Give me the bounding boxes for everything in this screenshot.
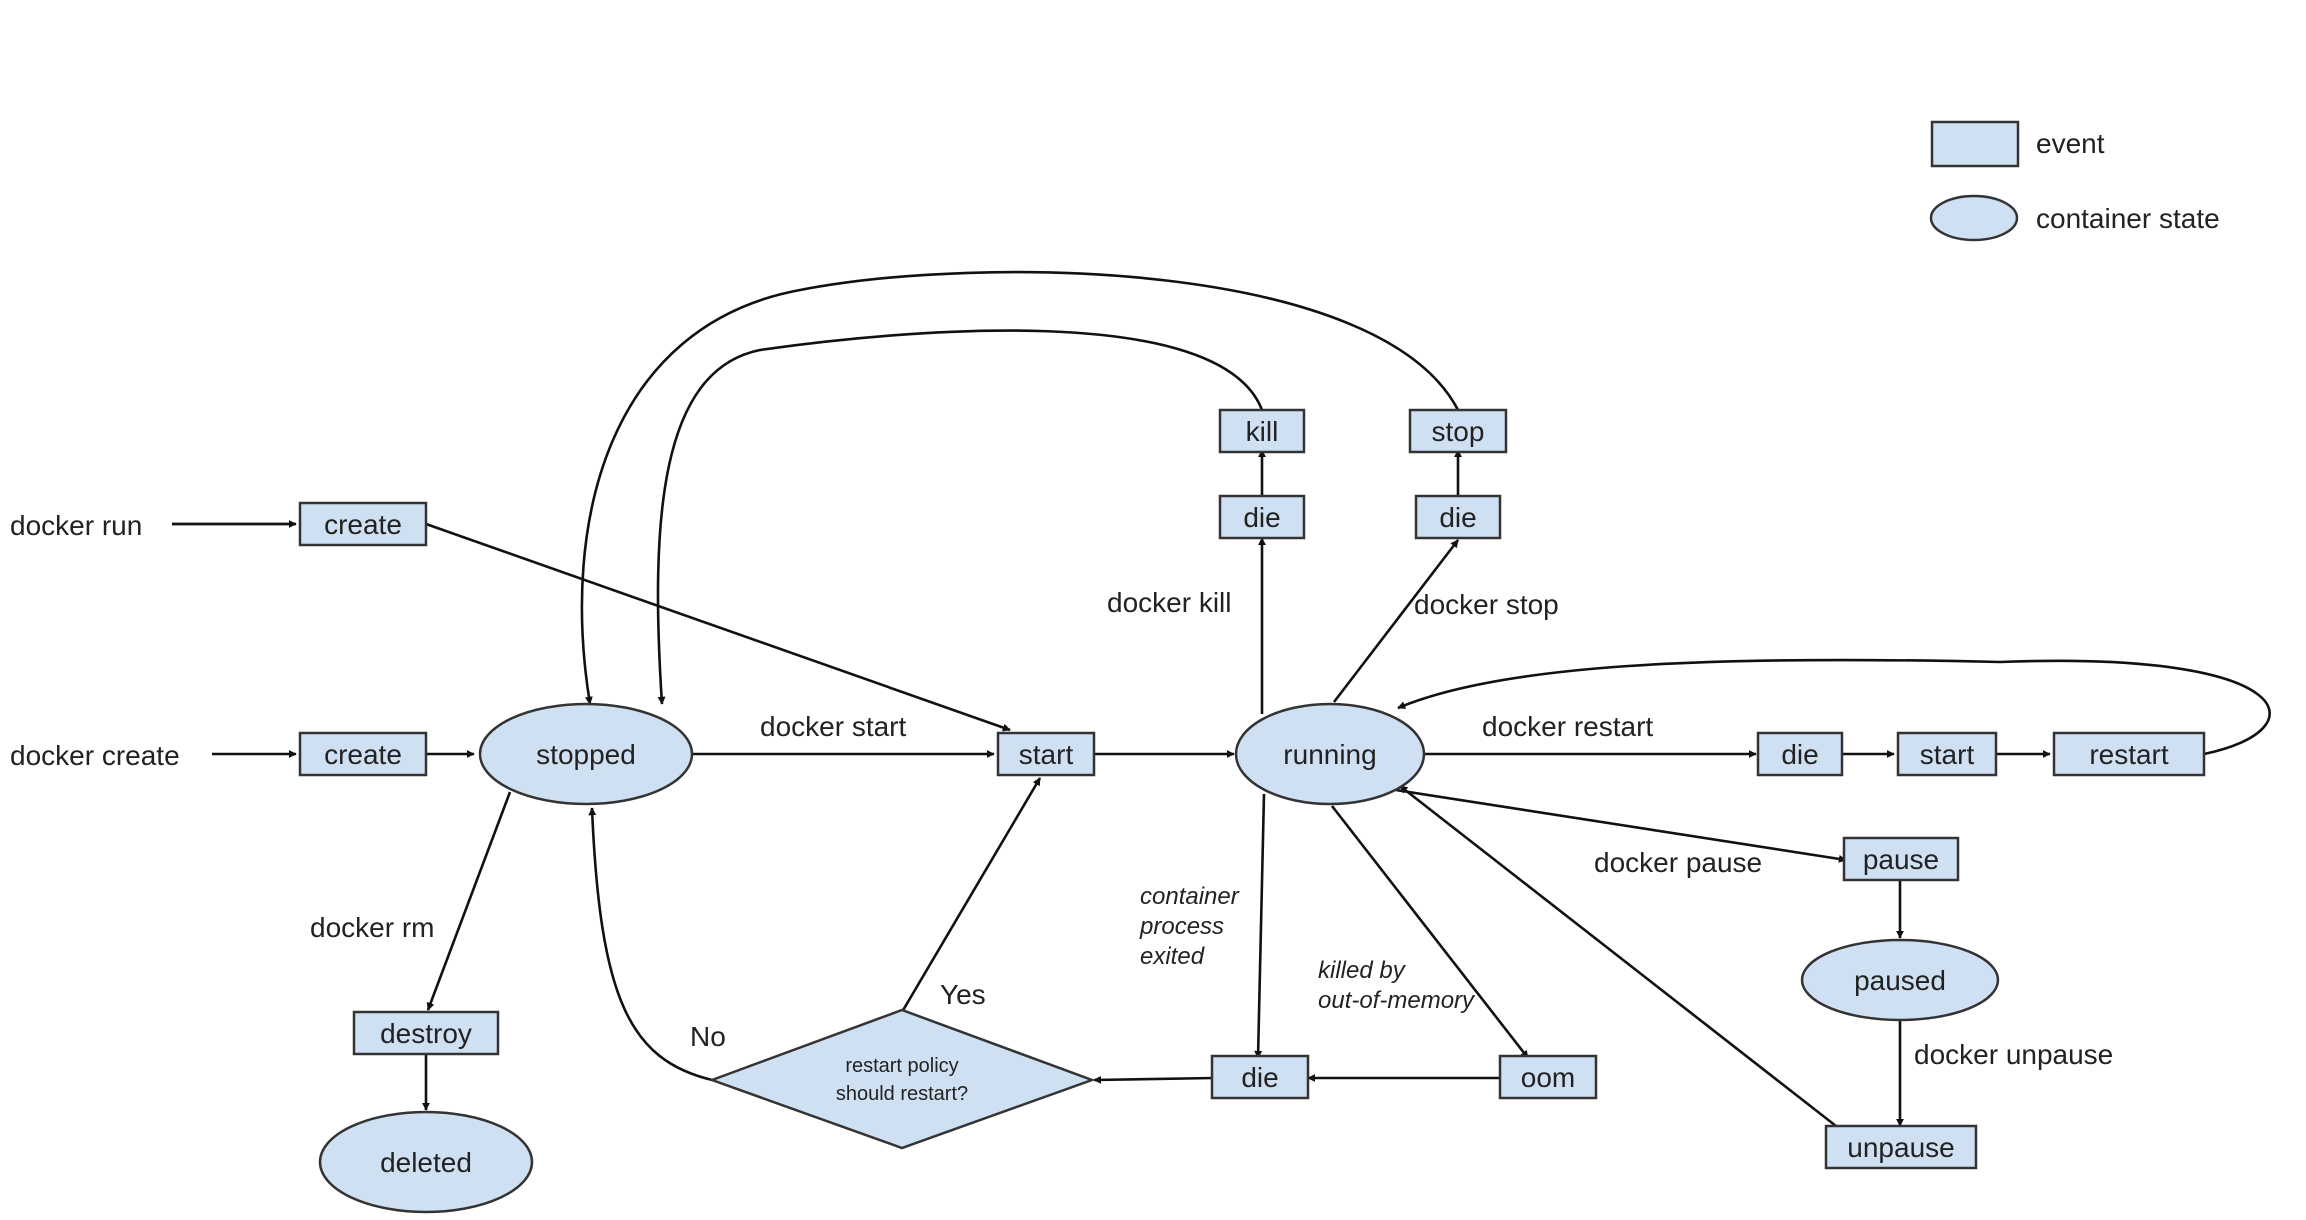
svg-text:die: die [1241, 1062, 1278, 1093]
label-yes: Yes [940, 979, 986, 1010]
state-deleted: deleted [318, 1110, 534, 1214]
svg-text:restart: restart [2089, 739, 2169, 770]
legend-state-swatch [1929, 194, 2019, 242]
svg-text:deleted: deleted [380, 1147, 472, 1178]
svg-text:paused: paused [1854, 965, 1946, 996]
legend: event container state [1929, 120, 2220, 242]
event-die-restart: die [1756, 731, 1844, 777]
svg-text:stop: stop [1432, 416, 1485, 447]
event-start: start [996, 731, 1096, 777]
label-no: No [690, 1021, 726, 1052]
decision-line1: restart policy [845, 1055, 958, 1077]
svg-text:die: die [1781, 739, 1818, 770]
event-unpause: unpause [1824, 1124, 1978, 1170]
annotation-container-line2: process [1139, 913, 1224, 940]
label-docker-kill: docker kill [1107, 587, 1231, 618]
svg-text:create: create [324, 739, 402, 770]
edge-stopped-to-destroy [426, 791, 512, 1011]
event-create: create [298, 731, 428, 777]
label-docker-restart: docker restart [1482, 711, 1653, 742]
edge-decision-yes-to-start [900, 777, 1042, 1013]
annotation-oom-line1: killed by [1318, 957, 1407, 984]
label-docker-unpause: docker unpause [1914, 1039, 2113, 1070]
event-destroy: destroy [352, 1010, 500, 1056]
svg-text:start: start [1019, 739, 1074, 770]
event-start-restart: start [1896, 731, 1998, 777]
state-nodes: stopped running paused deleted [318, 702, 2000, 1214]
event-die-kill: die [1218, 494, 1306, 540]
event-die-stop: die [1414, 494, 1502, 540]
state-stopped: stopped [478, 702, 694, 806]
event-stop: stop [1408, 408, 1508, 454]
annotation-oom-line2: out-of-memory [1318, 987, 1476, 1014]
legend-event-label: event [2036, 128, 2105, 159]
edge-die-to-decision [1093, 1075, 1215, 1084]
annotation-container-line3: exited [1140, 943, 1205, 970]
edge-create-run-to-start [425, 522, 1011, 732]
state-running: running [1234, 702, 1426, 806]
svg-text:stopped: stopped [536, 739, 636, 770]
edge-running-to-pause [1395, 788, 1847, 863]
event-restart: restart [2052, 731, 2206, 777]
label-docker-start: docker start [760, 711, 906, 742]
edge-unpause-to-running [1399, 784, 1837, 1128]
event-create-run: create [298, 501, 428, 547]
svg-text:die: die [1439, 502, 1476, 533]
svg-text:running: running [1283, 739, 1376, 770]
edge-decision-no-to-stopped [588, 807, 713, 1082]
label-docker-stop: docker stop [1414, 589, 1559, 620]
edge-running-to-die-exit [1254, 793, 1266, 1059]
edge-running-to-oom [1330, 805, 1530, 1059]
state-paused: paused [1800, 938, 2000, 1022]
edges [172, 270, 2271, 1128]
decision-restart-policy: restart policy should restart? [708, 1008, 1096, 1150]
command-labels: docker run docker create docker start do… [10, 510, 2113, 1070]
event-nodes: create create start destroy die kill die [298, 408, 2206, 1170]
edge-restart-loop-to-running [1397, 658, 2271, 756]
edge-kill-to-stopped [656, 329, 1264, 705]
edge-running-to-die-stop [1332, 539, 1460, 703]
edge-stop-to-stopped [580, 270, 1460, 705]
annotation-container-line1: container [1140, 883, 1240, 910]
decision-line2: should restart? [836, 1083, 968, 1105]
svg-text:destroy: destroy [380, 1018, 472, 1049]
label-docker-run: docker run [10, 510, 142, 541]
event-oom: oom [1498, 1054, 1598, 1100]
svg-text:unpause: unpause [1847, 1132, 1954, 1163]
svg-text:create: create [324, 509, 402, 540]
legend-event-swatch [1930, 120, 2020, 168]
legend-state-label: container state [2036, 203, 2220, 234]
svg-text:pause: pause [1863, 844, 1939, 875]
event-pause: pause [1842, 836, 1960, 882]
event-die-exit: die [1210, 1054, 1310, 1100]
label-docker-rm: docker rm [310, 912, 434, 943]
svg-text:start: start [1920, 739, 1975, 770]
label-docker-create: docker create [10, 740, 180, 771]
annotations: container process exited killed by out-o… [690, 883, 1476, 1052]
svg-text:die: die [1243, 502, 1280, 533]
svg-text:kill: kill [1246, 416, 1279, 447]
svg-text:oom: oom [1521, 1062, 1575, 1093]
label-docker-pause: docker pause [1594, 847, 1762, 878]
event-kill: kill [1218, 408, 1306, 454]
